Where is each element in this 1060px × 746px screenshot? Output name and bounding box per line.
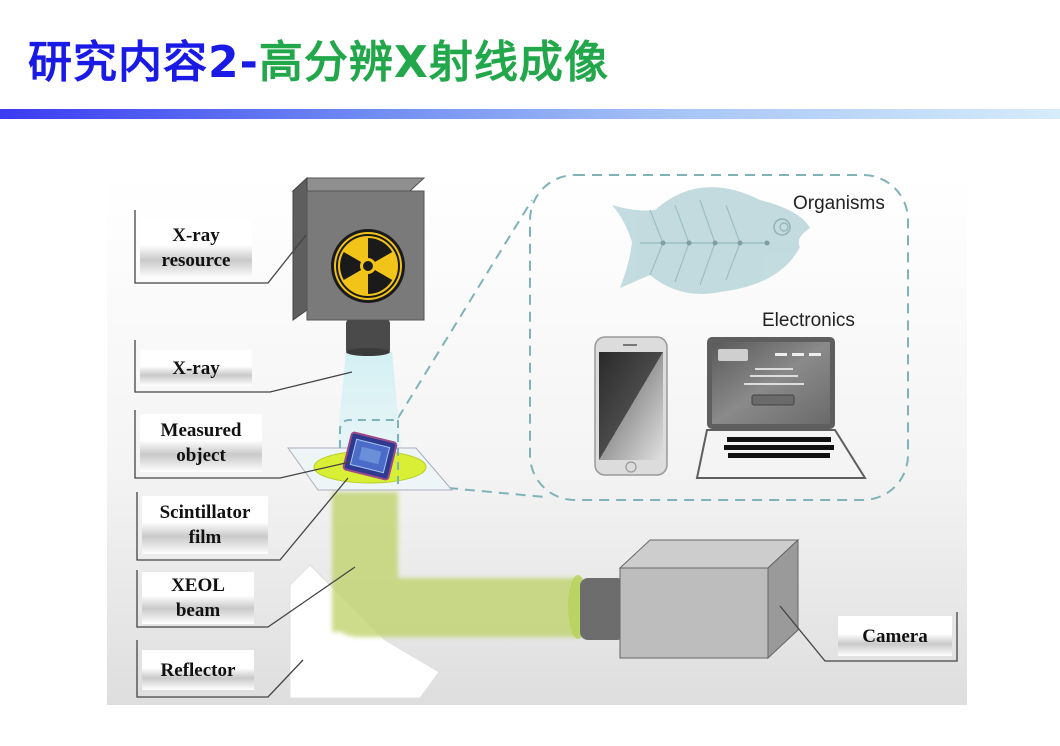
label-text: Measured <box>160 420 242 441</box>
xeol-beam <box>332 492 580 637</box>
slide-title: 研究内容2-高分辨X射线成像 <box>28 26 609 90</box>
label-text: XEOL <box>171 575 225 596</box>
label-xray: X-ray <box>140 350 252 386</box>
label-text: X-ray <box>172 225 220 246</box>
label-scintillator-film: Scintillator film <box>142 496 268 554</box>
slide-title-part2: 高分辨X射线成像 <box>258 37 609 88</box>
leader-xray-source <box>134 210 307 284</box>
label-text: Camera <box>862 625 928 647</box>
label-text: object <box>176 445 226 466</box>
cpu-chip-icon <box>342 431 398 481</box>
inset-label-electronics: Electronics <box>762 310 855 331</box>
label-text: Reflector <box>160 659 236 681</box>
laptop-icon <box>695 337 867 479</box>
label-xray-source: X-ray resource <box>140 218 252 278</box>
scintillator-stage <box>287 419 454 491</box>
label-text: beam <box>175 600 221 621</box>
label-measured-object: Measured object <box>140 414 262 472</box>
leader-xeol-beam <box>136 566 356 628</box>
slide-title-part1: 研究内容2- <box>28 37 259 88</box>
radiation-icon <box>331 229 405 303</box>
inset-label-organisms: Organisms <box>793 193 885 214</box>
smartphone-icon <box>594 336 668 476</box>
label-xeol-beam: XEOL beam <box>142 572 254 624</box>
leader-camera <box>779 605 958 662</box>
xray-beam <box>336 352 402 455</box>
label-text: film <box>188 527 222 548</box>
label-camera: Camera <box>838 616 952 656</box>
leader-scintillator-film <box>136 477 349 561</box>
leader-measured-object <box>134 410 351 479</box>
label-text: resource <box>161 250 231 271</box>
inset-dashed-box <box>529 174 909 501</box>
title-underline-bar <box>0 109 1060 119</box>
inset-connector-bottom <box>447 487 546 498</box>
inset-connector-top <box>397 199 533 419</box>
label-text: X-ray <box>172 357 220 379</box>
leader-xray <box>134 340 353 393</box>
leader-reflector <box>136 640 304 698</box>
xray-source <box>291 176 426 356</box>
camera <box>568 538 800 660</box>
label-text: Scintillator <box>159 502 251 523</box>
label-reflector: Reflector <box>142 650 254 690</box>
fish-icon <box>612 187 810 294</box>
